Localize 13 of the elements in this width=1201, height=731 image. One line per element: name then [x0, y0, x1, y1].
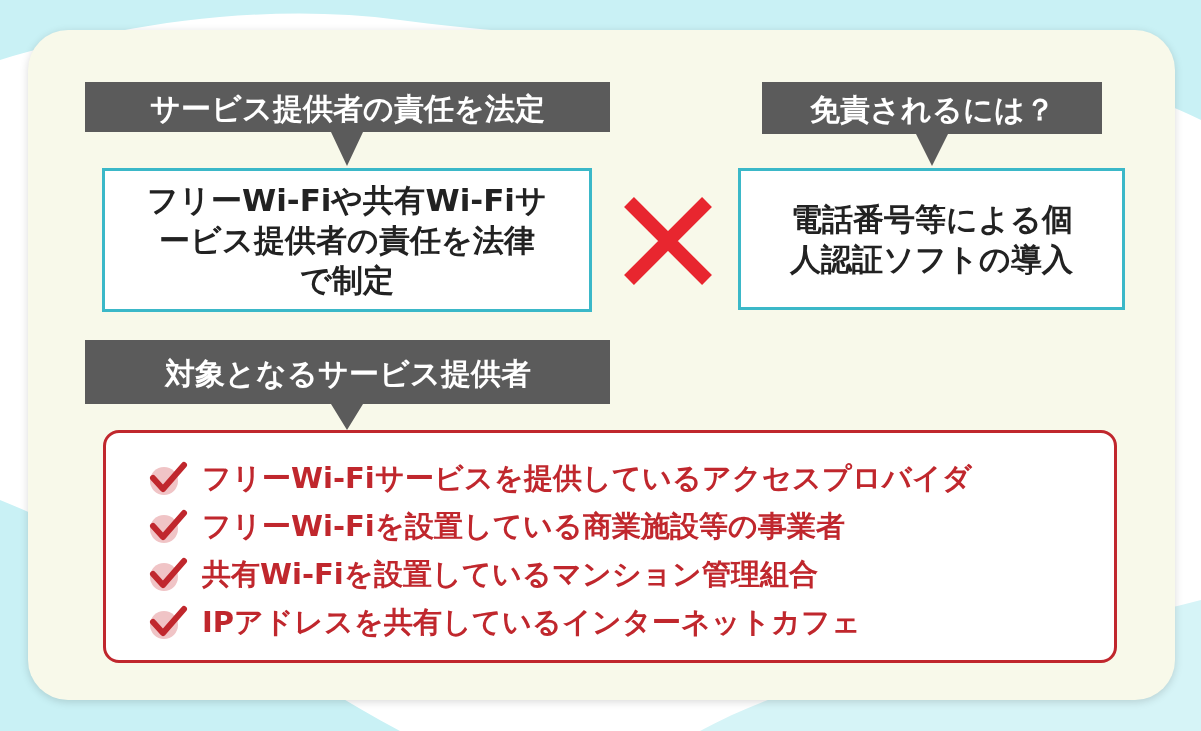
list-item: 共有Wi-Fiを設置しているマンション管理組合 [202, 556, 818, 593]
heading-text: 免責されるには？ [808, 91, 1056, 129]
heading-tab [762, 82, 1102, 166]
heading-tab [85, 340, 610, 430]
list-item: フリーWi-Fiを設置している商業施設等の事業者 [202, 508, 845, 545]
text-box: 電話番号等による個人認証ソフトの導入 [738, 168, 1125, 310]
text-box: フリーWi-Fiや共有Wi-Fiサービス提供者の責任を法律で制定 [102, 168, 592, 312]
heading-text: サービス提供者の責任を法定 [149, 90, 546, 128]
heading-tab [85, 82, 610, 166]
heading-text: 対象となるサービス提供者 [163, 355, 532, 393]
list-item: フリーWi-Fiサービスを提供しているアクセスプロバイダ [202, 460, 972, 497]
list-box [103, 430, 1117, 663]
list-item: IPアドレスを共有しているインターネットカフェ [202, 604, 862, 641]
